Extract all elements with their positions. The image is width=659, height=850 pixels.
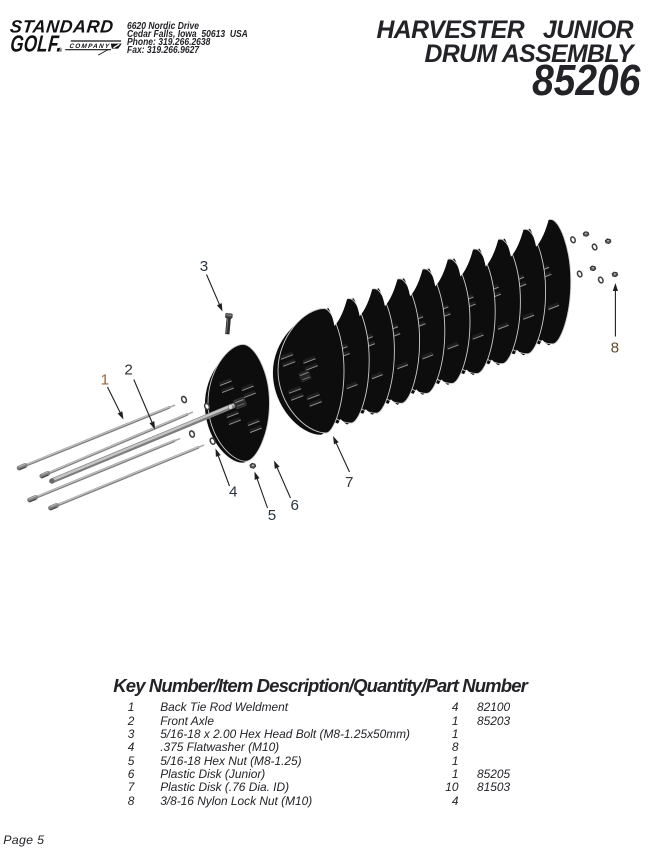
svg-text:COMPANY: COMPANY <box>69 43 111 50</box>
svg-text:4: 4 <box>229 484 237 501</box>
svg-text:7: 7 <box>345 474 353 491</box>
svg-text:2: 2 <box>124 361 132 378</box>
svg-text:®: ® <box>58 47 63 54</box>
svg-text:6: 6 <box>290 497 298 514</box>
svg-text:1: 1 <box>101 371 109 388</box>
svg-text:8: 8 <box>611 340 619 357</box>
svg-text:3: 3 <box>200 258 208 275</box>
svg-text:GOLF.: GOLF. <box>9 31 63 57</box>
svg-text:STANDARD: STANDARD <box>9 17 115 37</box>
svg-text:5: 5 <box>268 507 276 524</box>
